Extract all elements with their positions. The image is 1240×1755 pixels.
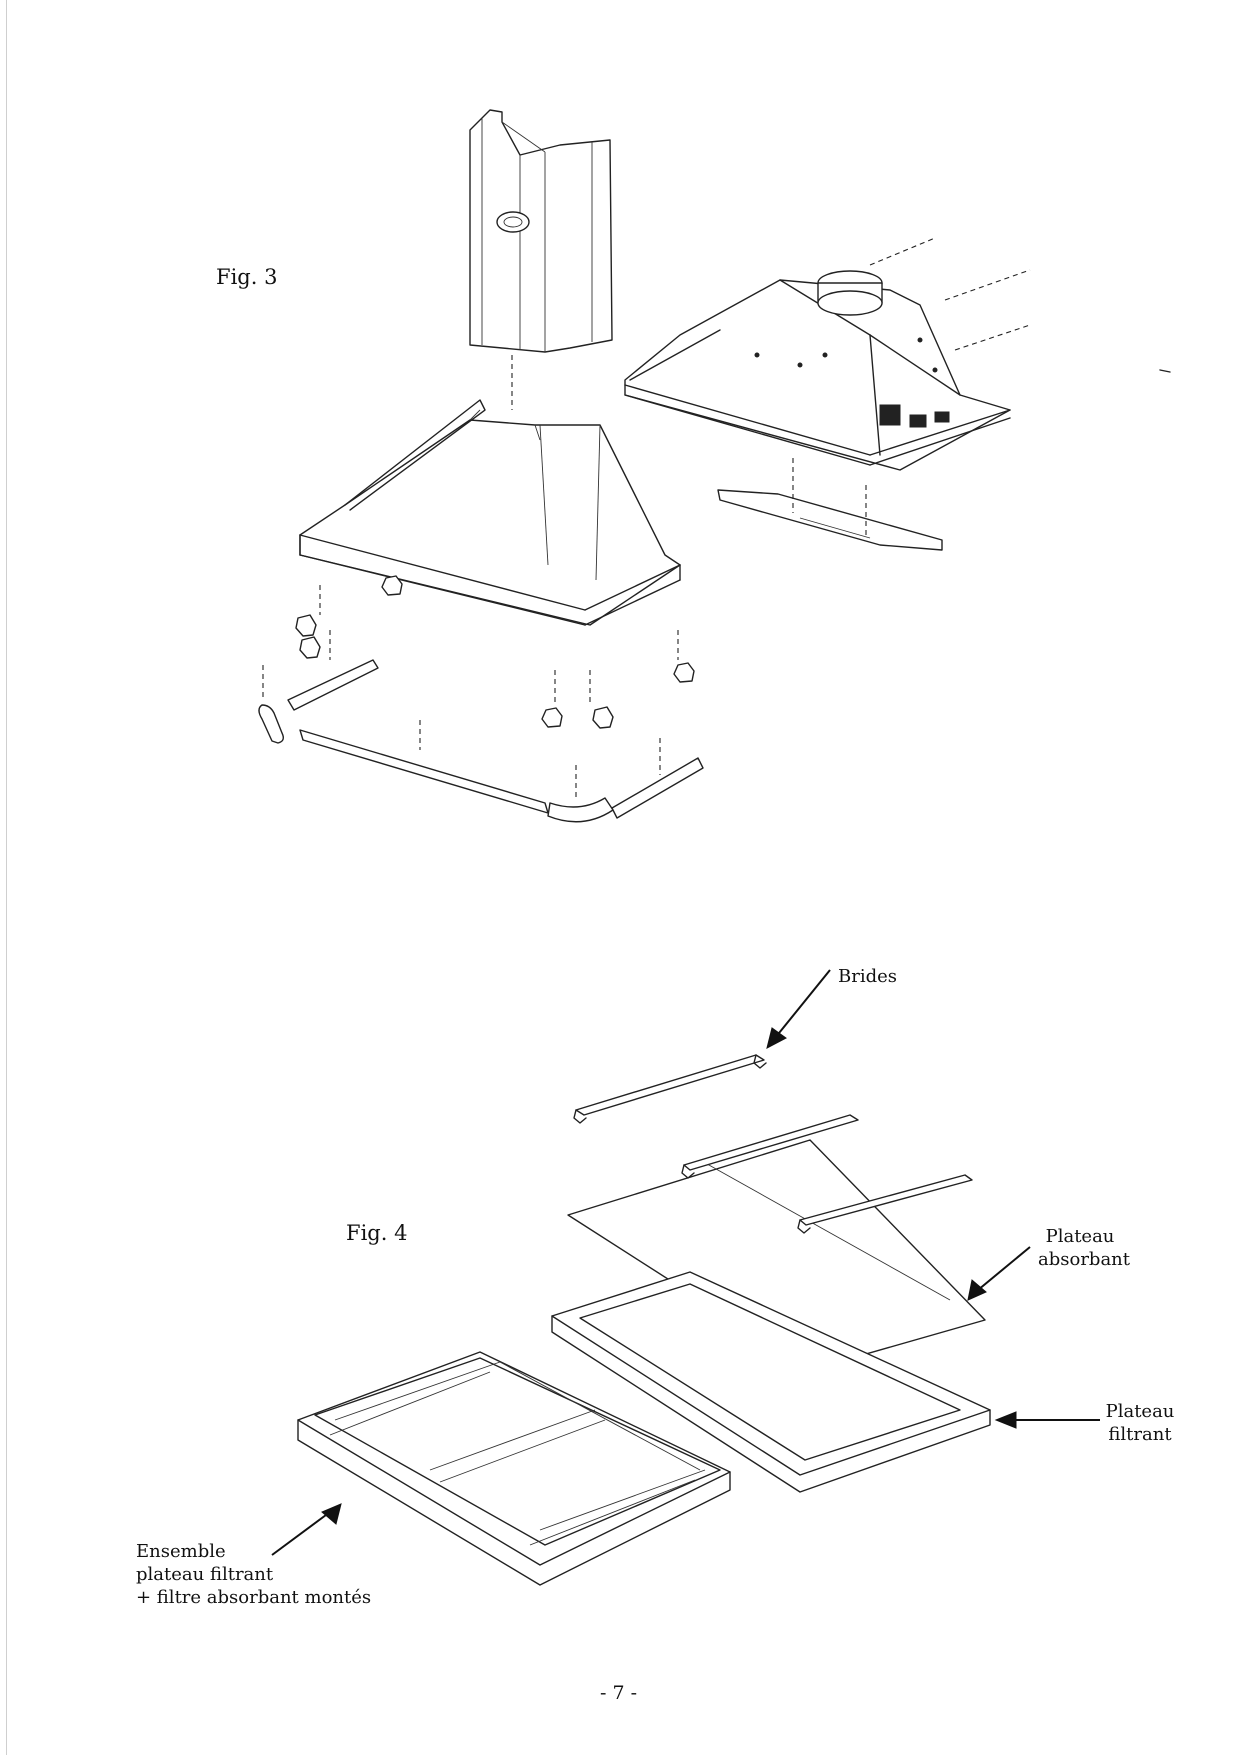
- plateau-filtrant-line2: filtrant: [1108, 1424, 1172, 1445]
- ensemble-line1: Ensemble: [136, 1541, 226, 1562]
- fig4-bride-top: [574, 1055, 766, 1123]
- fig4-label: Fig. 4: [346, 1221, 408, 1245]
- fig3-brackets-and-trims: [259, 576, 703, 822]
- fig4-ensemble-assembly: [298, 1352, 730, 1585]
- fig3-label: Fig. 3: [216, 265, 278, 289]
- plateau-absorbant-line1: Plateau: [1045, 1226, 1115, 1247]
- ensemble-line2: plateau filtrant: [136, 1564, 274, 1585]
- plateau-absorbant-label: Plateau absorbant: [1038, 1225, 1131, 1271]
- ensemble-label: Ensemble plateau filtrant + filtre absor…: [136, 1540, 371, 1609]
- plateau-filtrant-label: Plateau filtrant: [1100, 1400, 1180, 1446]
- fig3-motor-unit: [625, 238, 1170, 470]
- fig3-filter-plate: [718, 458, 942, 550]
- fig3-chimney-cover: [470, 110, 612, 410]
- plateau-absorbant-line2: absorbant: [1038, 1249, 1131, 1270]
- fig3-hood-body: [300, 400, 680, 625]
- fig4-callout-arrows: [272, 970, 1100, 1555]
- page-number: - 7 -: [600, 1682, 638, 1704]
- fig4-plateau-filtrant: [552, 1272, 990, 1492]
- brides-label: Brides: [838, 966, 898, 987]
- page-edge: [6, 0, 7, 1755]
- ensemble-line3: + filtre absorbant montés: [136, 1587, 372, 1608]
- plateau-filtrant-line1: Plateau: [1105, 1401, 1175, 1422]
